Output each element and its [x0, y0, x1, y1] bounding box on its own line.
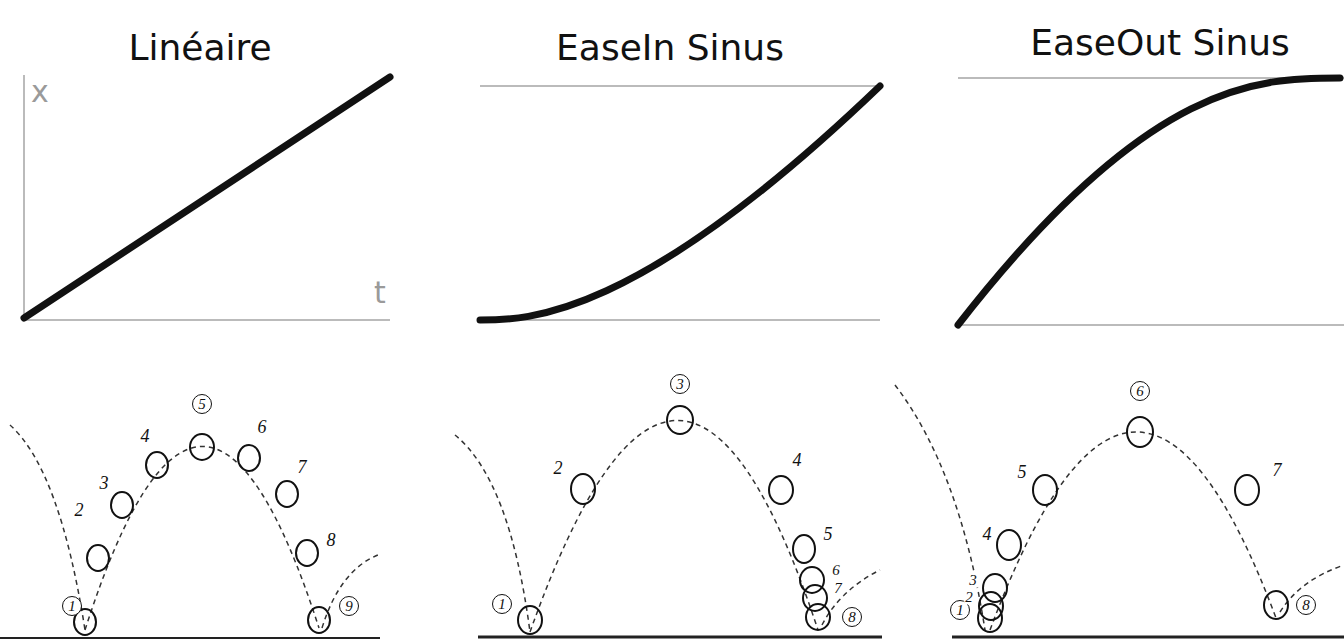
- frame-number: 4: [140, 427, 151, 445]
- linear-chart: [24, 75, 390, 320]
- frame-number: 7: [1272, 461, 1283, 479]
- frame-number: 3: [670, 374, 690, 394]
- chart-title: Linéaire: [128, 30, 271, 66]
- trajectory: [10, 385, 1344, 632]
- frame-number: 2: [74, 501, 85, 519]
- frame-number: 4: [982, 525, 993, 543]
- chart-title: EaseOut Sinus: [1030, 25, 1290, 61]
- frame-number: 8: [326, 531, 337, 549]
- frame-number: 6: [257, 418, 268, 436]
- frame-number: 6: [1130, 381, 1150, 401]
- chart-title: EaseIn Sinus: [556, 30, 784, 66]
- frame-number: 7: [297, 458, 308, 476]
- ball-frames: [74, 406, 1288, 635]
- axis-label: x: [31, 77, 49, 107]
- frame-number: 9: [339, 596, 359, 616]
- frame-number: 5: [823, 525, 834, 543]
- frame-number: 5: [1017, 463, 1028, 481]
- ease-out-chart: [958, 78, 1344, 325]
- frame-number: 5: [192, 394, 212, 414]
- frame-number: 7: [833, 581, 843, 596]
- frame-number: 8: [842, 607, 862, 627]
- frame-number: 3: [99, 474, 110, 492]
- frame-number: 6: [831, 563, 841, 578]
- frame-number: 4: [792, 451, 803, 469]
- frame-number: 1: [62, 596, 82, 616]
- frame-number: 2: [964, 590, 974, 605]
- frame-number: 3: [968, 573, 978, 588]
- ease-in-chart: [480, 86, 880, 320]
- frame-number: 2: [553, 459, 564, 477]
- frame-number: 8: [1296, 595, 1316, 615]
- axis-label: t: [374, 278, 386, 308]
- frame-number: 1: [492, 594, 512, 614]
